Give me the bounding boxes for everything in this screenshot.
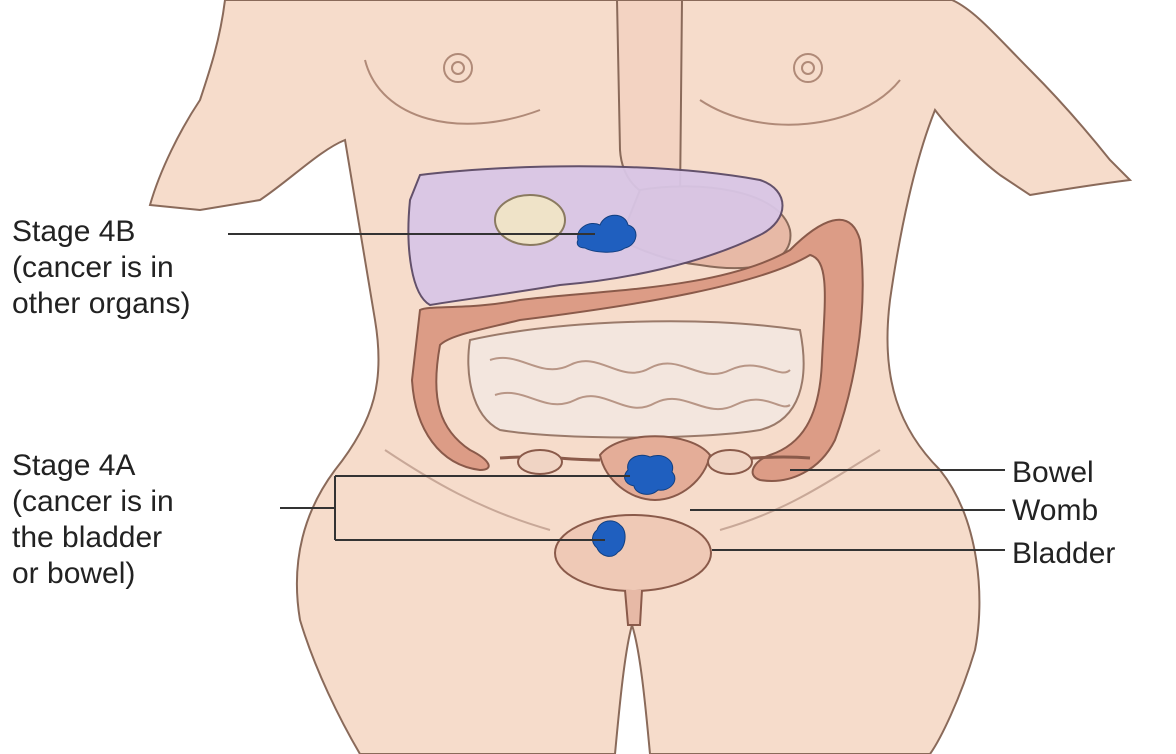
stage-4b-line-1: Stage 4B (12, 214, 190, 250)
womb-label: Womb (1012, 493, 1098, 529)
right-ovary (708, 450, 752, 474)
gallbladder (495, 195, 565, 245)
small-intestine (468, 321, 803, 437)
left-ovary (518, 450, 562, 474)
stage-4a-line-3: the bladder (12, 520, 174, 556)
stage-4b-line-3: other organs) (12, 286, 190, 322)
stage-4a-line-4: or bowel) (12, 556, 174, 592)
stage-4a-line-1: Stage 4A (12, 448, 174, 484)
stage-4a-label: Stage 4A (cancer is in the bladder or bo… (12, 448, 174, 592)
bladder-label: Bladder (1012, 536, 1115, 572)
stage-4b-label: Stage 4B (cancer is in other organs) (12, 214, 190, 322)
bladder (555, 515, 711, 591)
urethra (625, 590, 642, 625)
stage-4b-line-2: (cancer is in (12, 250, 190, 286)
stage-4a-line-2: (cancer is in (12, 484, 174, 520)
bowel-label: Bowel (1012, 455, 1094, 491)
